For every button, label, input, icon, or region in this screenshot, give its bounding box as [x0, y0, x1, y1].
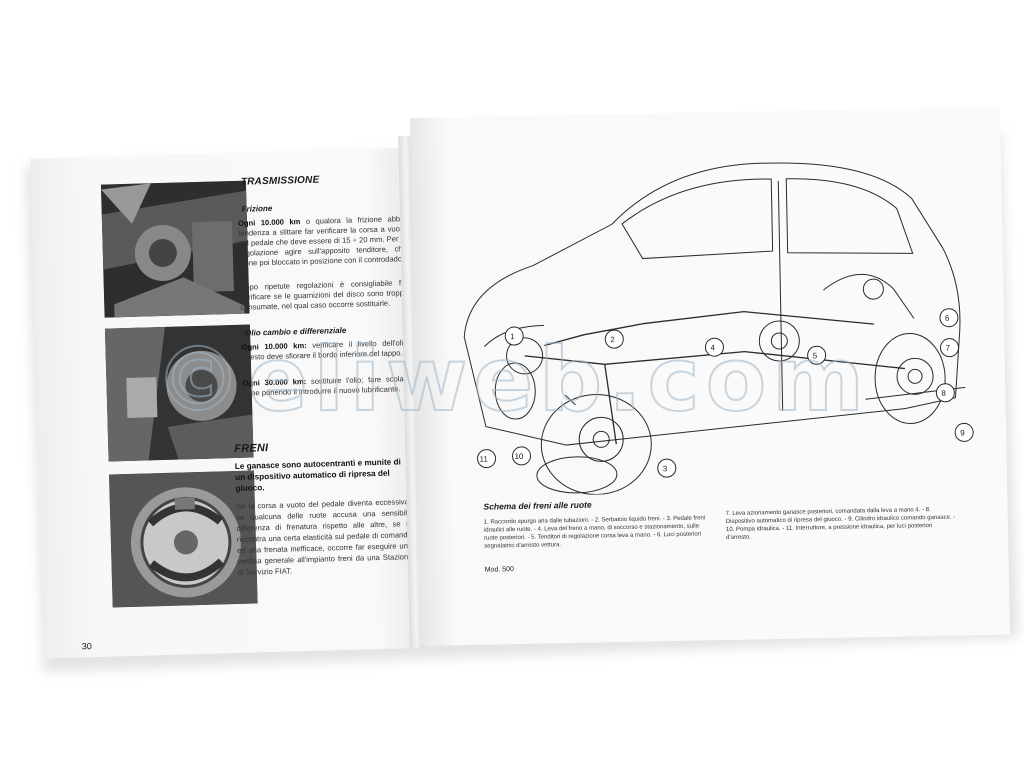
freni-lead: Le ganasce sono autocentranti e munite d… [234, 457, 401, 494]
diagram-legend-left: 1. Raccordo spurgo aria dalle tubazioni.… [483, 515, 706, 550]
gearbox-photo [104, 324, 254, 462]
section-title-trasmissione: TRASMISSIONE [240, 174, 320, 188]
open-booklet: TRASMISSIONE Frizione Ogni 10.000 km o q… [30, 106, 1011, 659]
callout-10: 10 [514, 452, 524, 461]
watermark-text: ©eliweb.com [154, 336, 870, 431]
brake-system-drawing: 1 2 3 4 5 6 7 8 9 10 11 [441, 137, 978, 497]
callout-9: 9 [960, 428, 965, 437]
callout-3: 3 [663, 464, 668, 473]
callout-2: 2 [610, 335, 615, 344]
frizione-paragraph-1: Ogni 10.000 km o qualora la frizione abb… [238, 214, 407, 269]
page-number: 30 [81, 641, 92, 652]
diagram-caption-title: Schema dei freni alle ruote [483, 499, 592, 512]
callout-1: 1 [510, 332, 515, 341]
callout-4: 4 [710, 343, 715, 352]
model-label: Mod. 500 [484, 566, 514, 574]
clutch-photo [100, 180, 250, 318]
left-page: TRASMISSIONE Frizione Ogni 10.000 km o q… [30, 148, 424, 659]
section-title-freni: FRENI [234, 442, 269, 456]
callout-5: 5 [813, 351, 818, 360]
callout-6: 6 [945, 314, 950, 323]
watermark: ©eliweb.com [0, 336, 1024, 432]
frizione-paragraph-2: Dopo ripetute regolazioni è consigliabil… [239, 278, 409, 312]
callout-8: 8 [941, 389, 946, 398]
right-page: 1 2 3 4 5 6 7 8 9 10 11 Schema dei freni… [410, 106, 1011, 646]
callout-7: 7 [945, 344, 950, 353]
subtitle-frizione: Frizione [241, 203, 273, 214]
drum-brake-photo [108, 470, 258, 608]
freni-body: Se la corsa a vuoto del pedale diventa e… [235, 497, 413, 577]
frizione-interval: Ogni 10.000 km [237, 217, 301, 228]
callout-11: 11 [479, 455, 488, 464]
diagram-legend-right: 7. Leva azionamento ganasce posteriori, … [725, 507, 956, 542]
